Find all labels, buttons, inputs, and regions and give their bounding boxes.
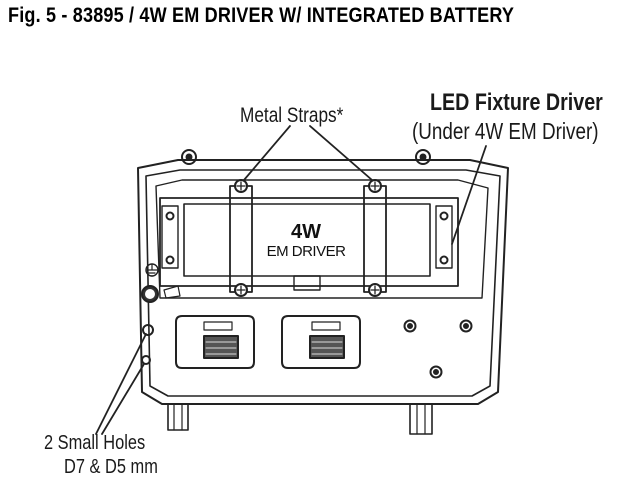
housing-screws	[403, 319, 473, 379]
em-driver-module	[183, 203, 431, 291]
bottom-tab-left	[167, 403, 189, 431]
metal-straps-leader	[243, 125, 373, 181]
bottom-tab-right	[409, 403, 433, 435]
small-holes-size-label: D7 & D5 mm	[64, 456, 158, 478]
metal-strap-left	[229, 179, 253, 297]
led-fixture-driver	[159, 197, 459, 287]
connector-left	[175, 315, 255, 369]
fixture-housing	[137, 159, 509, 405]
small-holes-leader	[95, 333, 147, 435]
em-driver-name-label: EM DRIVER	[267, 243, 347, 260]
small-hole-d7	[142, 324, 154, 336]
metal-straps-label: Metal Straps*	[240, 104, 344, 127]
connector-right	[281, 315, 361, 369]
mounting-tab-right	[415, 149, 431, 165]
em-driver-power-label: 4W	[291, 221, 321, 243]
led-fixture-driver-sublabel: (Under 4W EM Driver)	[412, 118, 599, 144]
ground-screw-icon	[141, 285, 181, 303]
led-fixture-driver-label: LED Fixture Driver	[430, 89, 603, 116]
mounting-tab-left	[181, 149, 197, 165]
figure-title: Fig. 5 - 83895 / 4W EM DRIVER W/ INTEGRA…	[8, 4, 515, 27]
ground-symbol-icon	[145, 263, 159, 277]
metal-strap-right	[363, 179, 387, 297]
led-driver-leader	[451, 145, 487, 245]
small-holes-label: 2 Small Holes	[44, 432, 146, 454]
small-hole-d5	[141, 355, 151, 365]
